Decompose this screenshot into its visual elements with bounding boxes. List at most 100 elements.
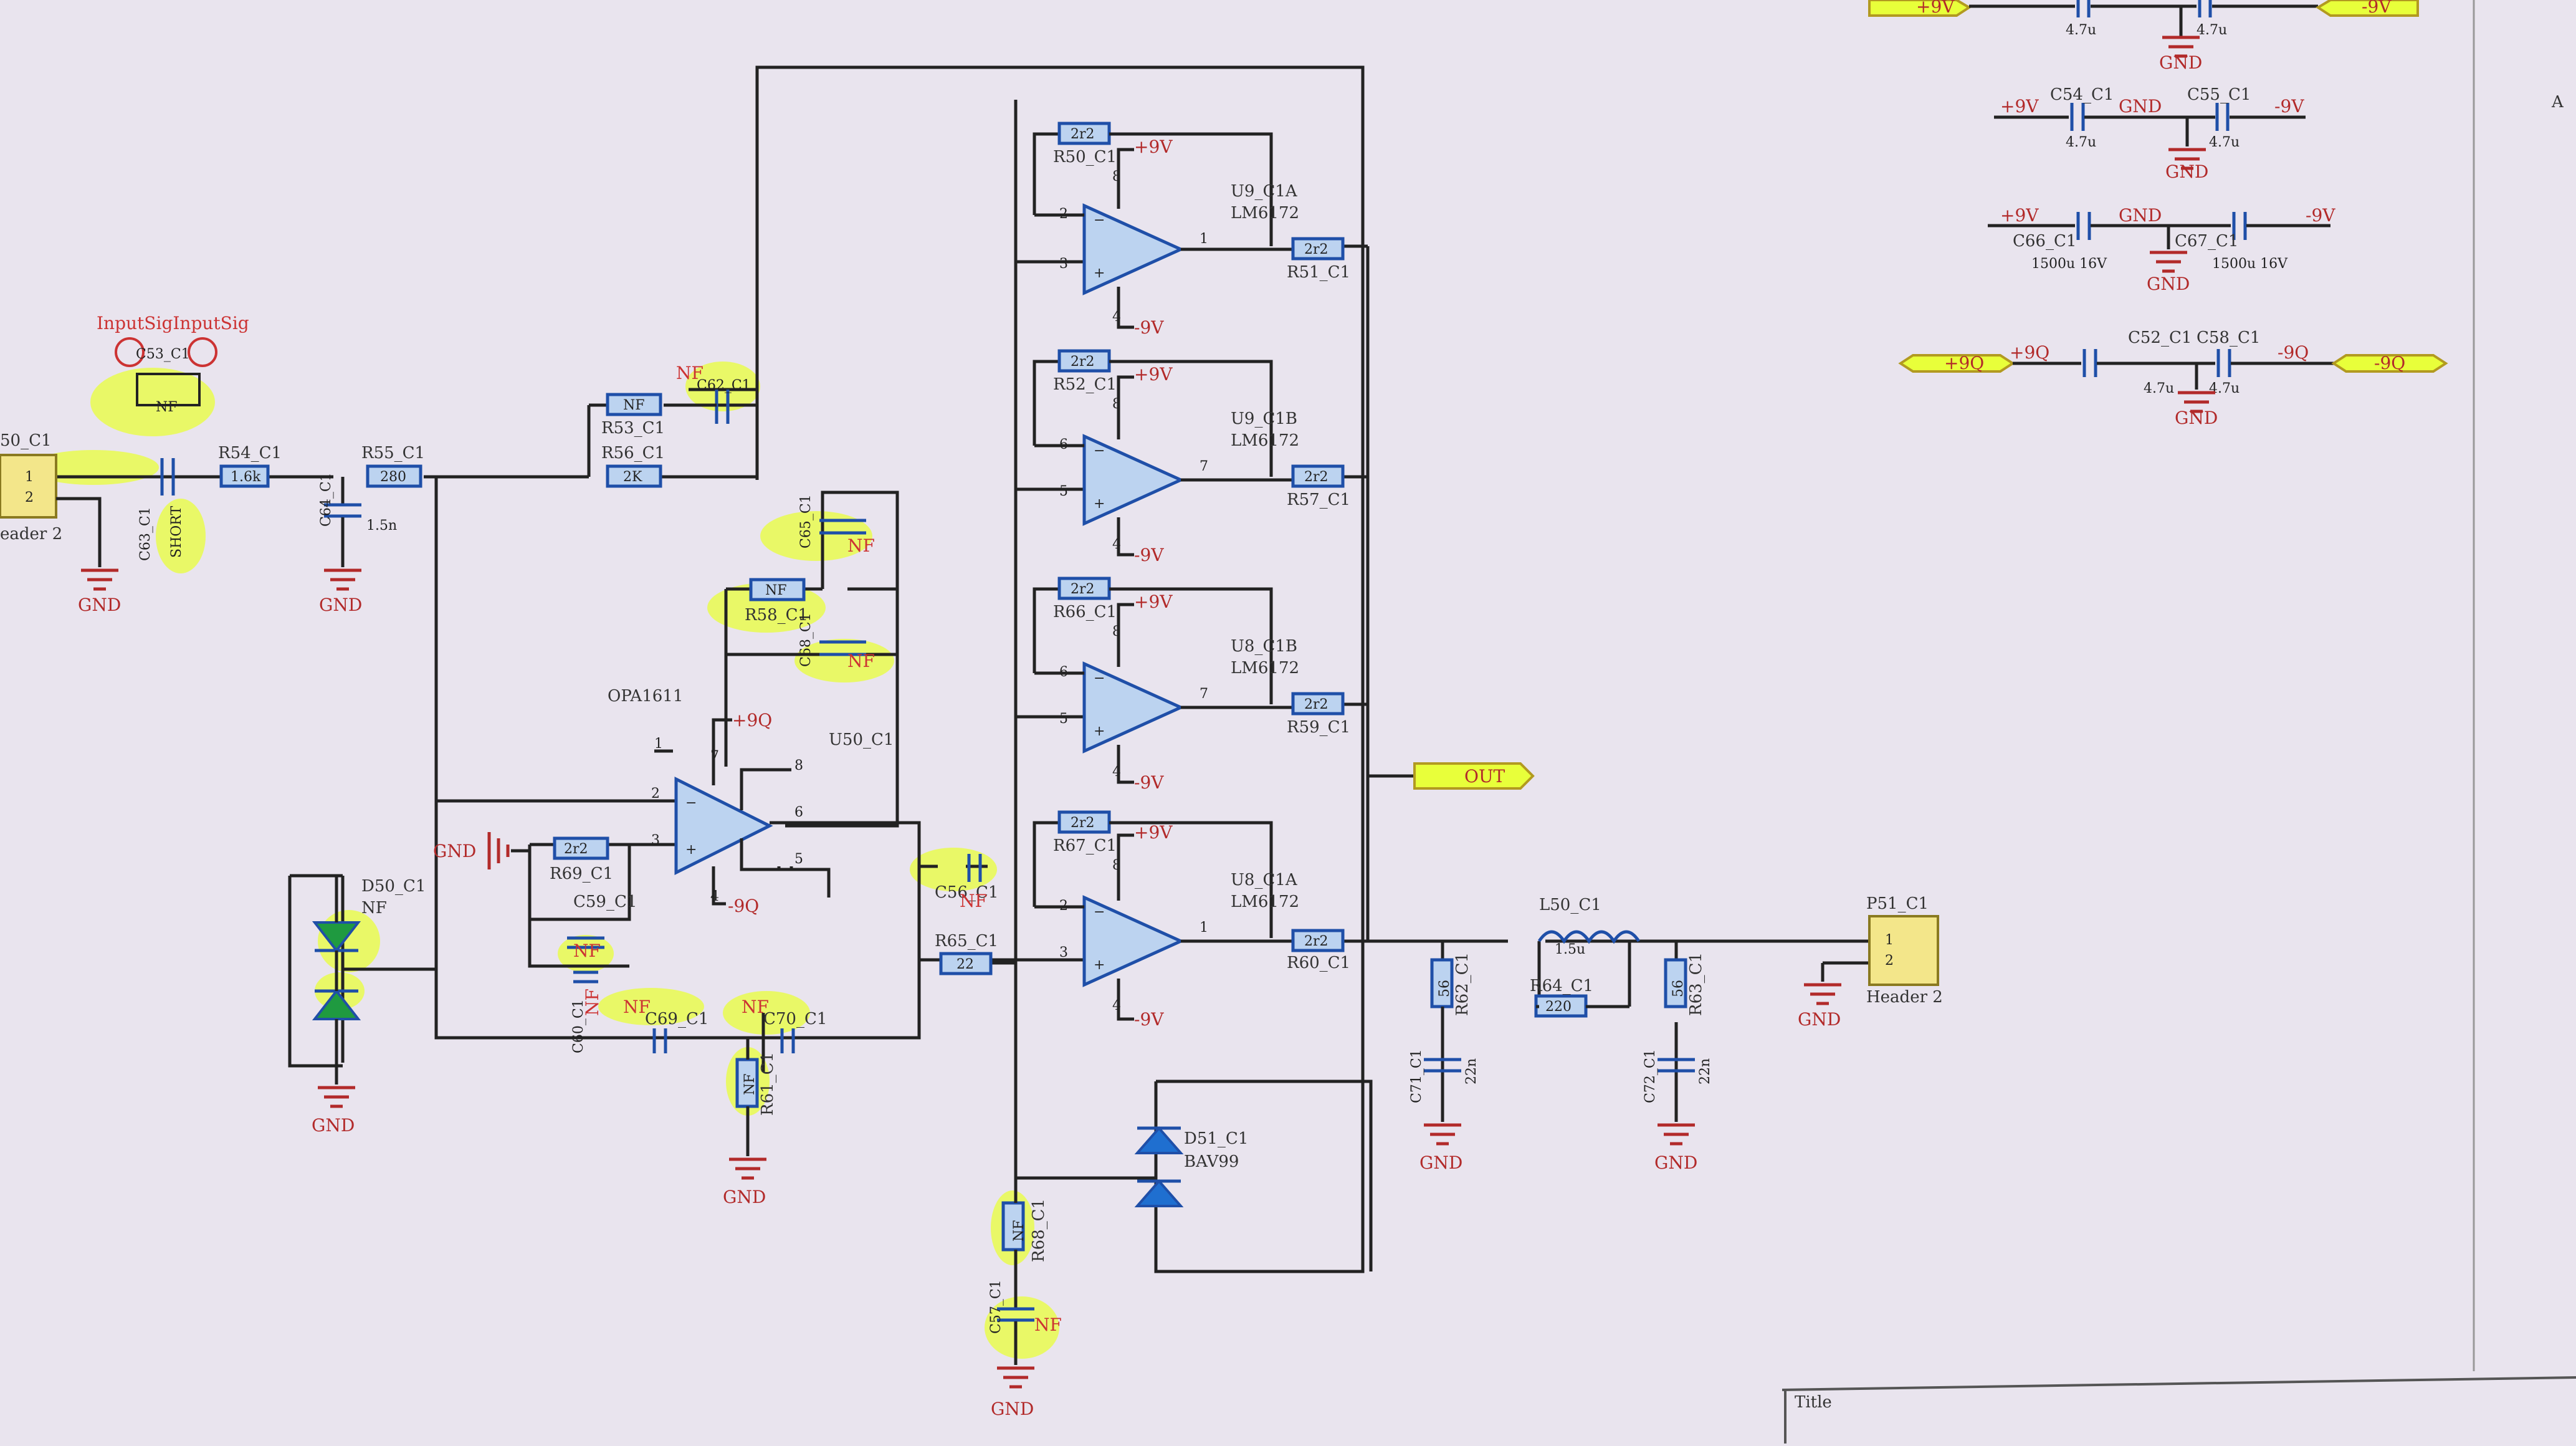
r58-resistor: NF R58_C1 [745,578,808,625]
c70-value: NF [742,997,769,1017]
c69-designator: C69_C1 [645,1010,708,1028]
c64-capacitor: C64_C1 1.5n GND [318,472,397,615]
r69-value: 2r2 [564,841,588,857]
r61-value: NF [742,1073,758,1095]
port-m9q: -9Q [2374,353,2405,373]
c72-designator: C72_C1 [1643,1049,1658,1103]
buffer-pin: 8 [1112,858,1121,873]
gnd-label-inline: GND [433,841,476,861]
buffer-pin: 2 [1059,898,1068,914]
c63-capacitor: C63_C1 SHORT [138,458,184,561]
c52-designator: C52_C1 [2128,328,2192,347]
decoupling-top: +9V 4.7u 4.7u GND -9V [1868,0,2419,73]
gnd-label-12: GND [2175,408,2218,428]
buffer-u9b-designator: U9_C1B [1231,409,1297,428]
gnd-label-2: GND [319,595,362,615]
svg-text:−: − [1094,443,1105,459]
c68-capacitor: C68_C1 NF [798,613,875,671]
gnd-label-11: GND [2147,274,2190,294]
c67-rail-neg: -9V [2306,205,2335,226]
buffer-u8a-part: LM6172 [1231,893,1299,911]
d50-diodes: D50_C1 NF GND [312,876,426,1136]
connector-left: 1 2 50_C1 eader 2 GND [0,431,121,615]
buffer-pin: 6 [1059,437,1068,452]
c67-designator: C67_C1 [2175,232,2238,251]
buffer-u9b-part: LM6172 [1231,431,1299,450]
buffer-pin: 7 [1200,686,1208,702]
c63-designator: C63_C1 [138,507,153,561]
c56-value: NF [960,891,987,911]
c62-designator: C62_C1 [697,378,751,393]
r68-designator: R68_C1 [1029,1199,1048,1262]
buffer-pin: 8 [1112,169,1121,184]
buffer-u9b-ro-value: 2r2 [1304,469,1329,485]
c66-designator: C66_C1 [2013,232,2076,251]
c54-rail-pos: +9V [2000,96,2039,117]
r53-resistor: NF R53_C1 [601,393,665,438]
l50-inductor: L50_C1 1.5u [1537,896,1641,957]
buffer-u9a-designator: U9_C1A [1231,182,1298,201]
c70-capacitor: NF C70_C1 [742,997,827,1053]
r64-resistor: 220 R64_C1 [1530,977,1629,1018]
gnd-label-8: GND [1798,1009,1841,1030]
buffer-u9a-rf-designator: R50_C1 [1053,148,1117,166]
buffer-u8b-vpos: +9V [1134,591,1173,612]
wiring [0,65,1869,1273]
r56-resistor: 2K R56_C1 [601,444,665,488]
r54-resistor: 1.6k R54_C1 [218,444,282,488]
r53-designator: R53_C1 [601,419,665,438]
c57-designator: C57_C1 [988,1280,1004,1334]
d50-value: NF [361,899,387,917]
c55-designator: C55_C1 [2187,85,2251,104]
r56-value: 2K [623,469,642,485]
connector-right-designator: P51_C1 [1866,894,1929,913]
svg-text:−: − [1094,213,1105,228]
connector-left-pin2: 2 [25,490,34,505]
buffer-u8a: −+ 2r2 R67_C1 2r2 R60_C1 U8_C1A LM6172 +… [1033,810,1350,1030]
buffer-u8a-vneg: -9V [1134,1009,1164,1030]
r55-resistor: 280 R55_C1 [361,444,425,488]
r64-value: 220 [1545,999,1572,1015]
gnd-label-10: GND [2165,161,2208,182]
decoupling-c54-c55: +9V C54_C1 4.7u GND C55_C1 4.7u -9V GND [1994,85,2306,182]
opamp-main-pin: 2 [651,786,660,802]
gnd-label-3: GND [312,1115,355,1136]
c68-value: NF [847,651,875,671]
buffer-u8b-part: LM6172 [1231,659,1299,678]
buffer-pin: 4 [1112,537,1121,552]
buffer-u8a-ro-value: 2r2 [1304,934,1329,949]
buffer-u9a-part: LM6172 [1231,204,1299,223]
buffer-u8a-designator: U8_C1A [1231,871,1298,889]
svg-text:+: + [1094,957,1105,973]
c65-designator: C65_C1 [798,494,814,548]
c63-value: SHORT [169,506,184,558]
gnd-label-5: GND [991,1399,1034,1419]
buffer-u9a-rf-value: 2r2 [1071,127,1095,142]
c71-value: 22n [1464,1058,1479,1084]
r64-designator: R64_C1 [1530,977,1593,995]
connector-left-designator: 50_C1 [0,431,52,450]
c59-value: NF [573,941,601,961]
l50-value: 1.5u [1555,942,1585,957]
connector-right-pin2: 2 [1885,953,1894,969]
r53-value: NF [623,398,645,413]
svg-text:+: + [1094,266,1105,281]
r56-designator: R56_C1 [601,444,665,462]
port-m9v-top: -9V [2362,0,2392,17]
c71-capacitor: C71_C1 22n GND [1409,1049,1479,1173]
r69-resistor: 2r2 R69_C1 [550,836,613,883]
opamp-main-vneg: -9Q [728,896,759,916]
c62-value: NF [676,363,704,383]
svg-text:+: + [1094,724,1105,739]
r68-value: NF [1011,1220,1027,1242]
connector-right-type: Header 2 [1866,988,1943,1007]
c53-designator: C53_C1 [136,347,190,362]
opamp-main-name: OPA1611 [608,687,683,706]
c58-designator: C58_C1 [2197,328,2260,347]
c60-capacitor: C60_C1 NF [571,970,603,1053]
d51-value: BAV99 [1184,1152,1239,1171]
buffer-pin: 6 [1059,664,1068,680]
c59-designator: C59_C1 [573,893,637,911]
